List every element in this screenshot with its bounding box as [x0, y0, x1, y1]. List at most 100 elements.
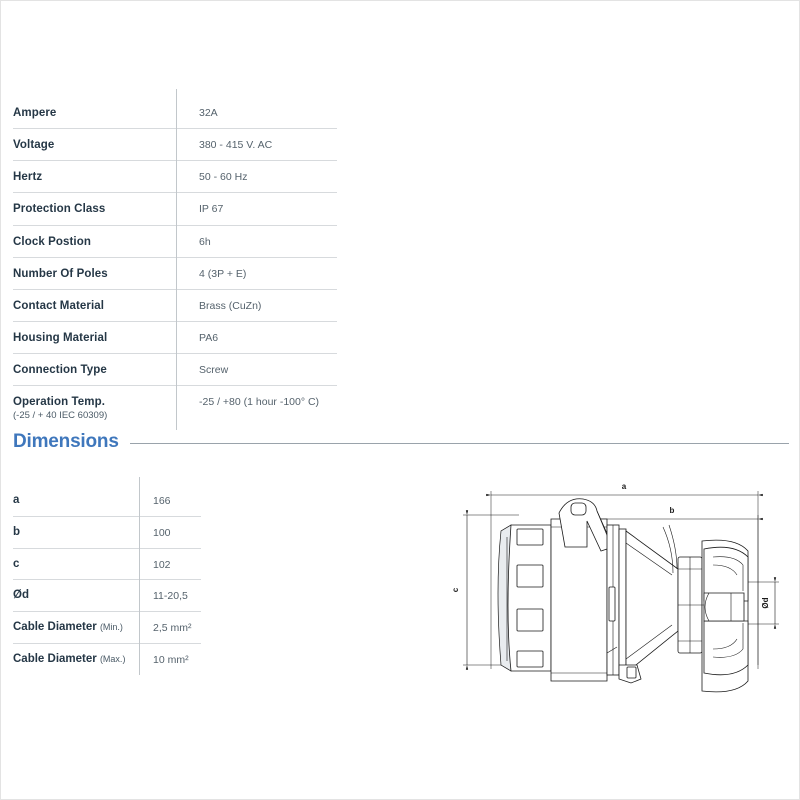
spec-label-text: Number Of Poles	[13, 267, 108, 280]
dim-label-text: a	[13, 494, 20, 506]
dim-table-divider-stub	[139, 477, 140, 486]
table-row: Protection Class IP 67	[13, 192, 337, 226]
table-row: c 102	[13, 547, 201, 581]
dim-value: 11-20,5	[153, 590, 188, 603]
tapered-body	[625, 524, 679, 674]
spec-value: Brass (CuZn)	[199, 299, 262, 312]
spec-label-text: Connection Type	[13, 364, 107, 376]
table-row: Ampere 32A	[13, 96, 337, 130]
table-row: Connection Type Screw	[13, 353, 337, 387]
spec-label-subtext: (-25 / + 40 IEC 60309)	[13, 410, 108, 422]
product-technical-drawing: .ln { fill:none; stroke:#1a1a1a; stroke-…	[441, 469, 793, 709]
dim-label-text: c	[13, 557, 20, 570]
spec-value: 50 - 60 Hz	[199, 171, 248, 184]
row-divider	[176, 128, 177, 161]
dimension-label-a: a	[622, 482, 627, 491]
table-row: Housing Material PA6	[13, 320, 337, 354]
row-divider	[176, 320, 177, 353]
spec-value: 380 - 415 V. AC	[199, 139, 273, 152]
spec-value: PA6	[199, 331, 219, 344]
dim-label-text: Cable Diameter	[13, 621, 97, 634]
row-divider	[176, 96, 177, 129]
table-row: Operation Temp. (-25 / + 40 IEC 60309) -…	[13, 385, 337, 430]
row-divider	[139, 642, 140, 675]
heading-rule	[129, 443, 789, 444]
dim-label-qualifier: (Max.)	[99, 653, 126, 664]
spec-value: 32A	[199, 107, 218, 119]
table-row: Ød 11-20,5	[13, 579, 201, 613]
row-divider	[176, 353, 177, 386]
table-row: Number Of Poles 4 (3P + E)	[13, 256, 337, 290]
row-divider	[176, 385, 177, 430]
table-row: Clock Postion 6h	[13, 224, 337, 258]
spec-value: 6h	[199, 235, 211, 248]
row-divider	[176, 192, 177, 225]
spec-label-text: Protection Class	[13, 203, 106, 216]
cable-gland	[701, 539, 749, 693]
dimension-label-b: b	[670, 506, 675, 515]
dim-value: 100	[153, 526, 171, 539]
table-row: Cable Diameter (Max.) 10 mm²	[13, 642, 201, 675]
dimension-label-c: c	[451, 587, 460, 592]
spec-label-text: Hertz	[13, 171, 43, 184]
spec-label: Contact Material	[13, 290, 176, 321]
dim-value: 2,5 mm²	[153, 622, 192, 635]
table-row: Contact Material Brass (CuZn)	[13, 288, 337, 322]
spec-label-text: Voltage	[13, 139, 55, 152]
latch-catch	[606, 646, 642, 684]
spec-label-text: Operation Temp.	[13, 396, 106, 409]
dim-label: c	[13, 549, 139, 580]
dim-label: Cable Diameter (Min.)	[13, 612, 139, 643]
spec-label: Operation Temp. (-25 / + 40 IEC 60309)	[13, 386, 176, 430]
spec-table-divider-stub	[176, 89, 177, 99]
dim-value: 102	[153, 558, 171, 571]
dimensions-heading-row: Dimensions	[13, 431, 789, 453]
table-row: Hertz 50 - 60 Hz	[13, 160, 337, 194]
latch-bracket	[558, 498, 614, 552]
spec-label: Clock Postion	[13, 226, 176, 257]
dim-label-text: Ød	[13, 589, 29, 602]
specifications-table: Ampere 32A Voltage 380 - 415 V. AC Hertz…	[13, 96, 337, 430]
dimension-label-d: Ød	[761, 597, 770, 608]
spec-value: IP 67	[199, 203, 224, 216]
dimension-d: Ød	[747, 577, 779, 629]
row-divider	[139, 611, 140, 643]
spec-label: Voltage	[13, 129, 176, 160]
spec-label-text: Ampere	[13, 107, 57, 119]
row-divider	[139, 484, 140, 516]
spec-label-text: Clock Postion	[13, 235, 91, 248]
dim-label: a	[13, 485, 139, 516]
row-divider	[176, 160, 177, 193]
spec-value: Screw	[199, 364, 229, 376]
spec-label: Number Of Poles	[13, 258, 176, 289]
dim-label: b	[13, 517, 139, 548]
dim-label: Cable Diameter (Max.)	[13, 644, 139, 675]
table-row: b 100	[13, 515, 201, 549]
dimensions-table: a 166 b 100 c 102 Ød 11-20,5	[13, 484, 201, 675]
spec-label-text: Housing Material	[13, 331, 108, 344]
row-divider	[176, 256, 177, 289]
dim-label-qualifier: (Min.)	[99, 622, 123, 633]
dim-value: 10 mm²	[153, 653, 189, 666]
spec-value: 4 (3P + E)	[199, 267, 247, 280]
spec-label: Protection Class	[13, 193, 176, 224]
housing-collar	[606, 524, 627, 676]
page-title: Dimensions	[13, 431, 119, 452]
spec-value: -25 / +80 (1 hour -100° C)	[199, 396, 320, 409]
row-divider	[139, 547, 140, 580]
spec-label: Hertz	[13, 161, 176, 192]
mounting-flange	[497, 524, 552, 672]
table-row: a 166	[13, 484, 201, 517]
row-divider	[176, 288, 177, 321]
row-divider	[176, 224, 177, 257]
row-divider	[139, 579, 140, 612]
spec-label: Housing Material	[13, 322, 176, 353]
dim-label-text: b	[13, 525, 21, 538]
spec-label: Ampere	[13, 97, 176, 128]
dim-label: Ød	[13, 580, 139, 611]
row-divider	[139, 515, 140, 548]
spec-label: Connection Type	[13, 354, 176, 385]
table-row: Voltage 380 - 415 V. AC	[13, 128, 337, 162]
dim-label-text: Cable Diameter	[13, 652, 97, 665]
